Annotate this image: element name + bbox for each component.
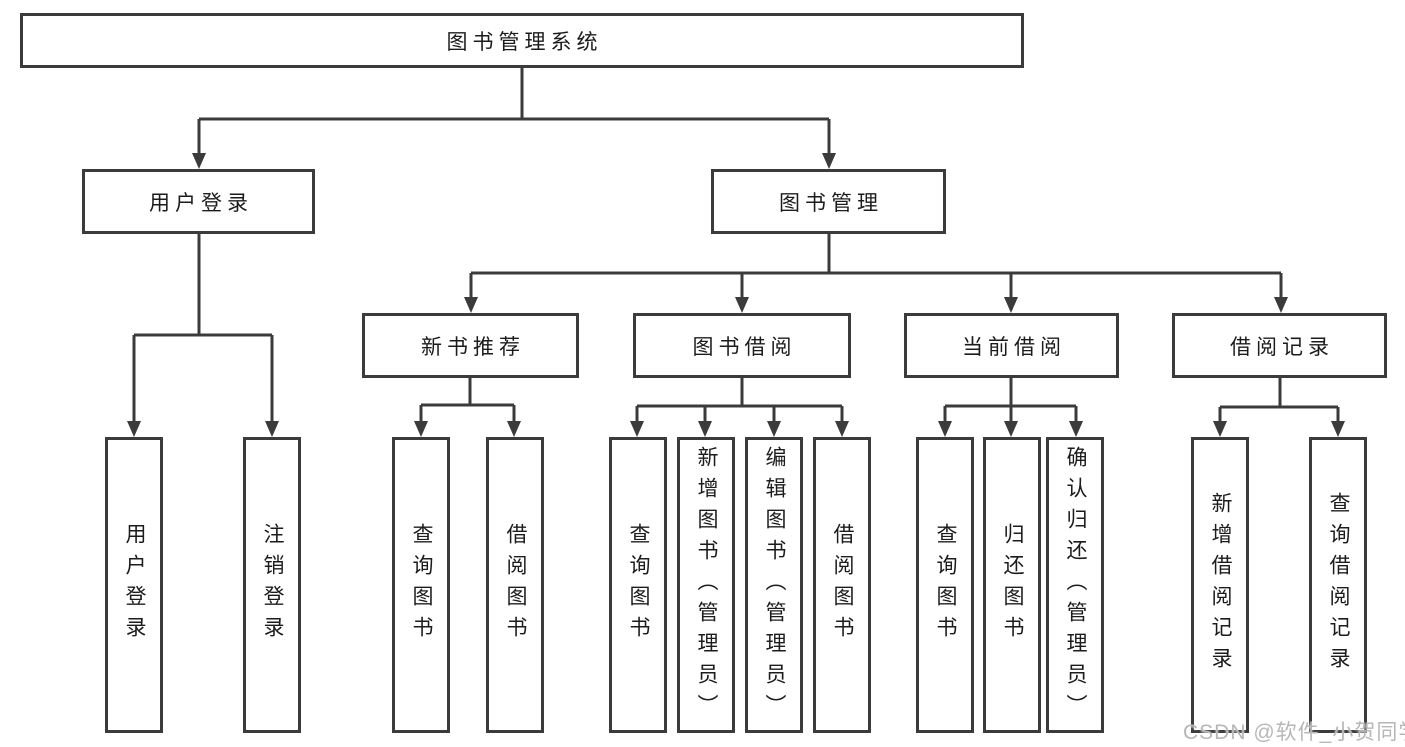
node-add-book-admin: 新增图书（管理员）	[677, 437, 735, 733]
csdn-watermark: CSDN @软件_小贺同学	[1183, 721, 1405, 744]
tree-edges	[132, 68, 1340, 425]
node-borrow-books-recommend: 借阅图书	[486, 437, 544, 733]
node-user-login-group: 用户登录	[82, 169, 315, 234]
node-new-book-recommendation: 新书推荐	[362, 313, 579, 378]
node-query-books-recommend: 查询图书	[392, 437, 450, 733]
node-user-login: 用户登录	[105, 437, 163, 733]
node-query-borrow-record: 查询借阅记录	[1309, 437, 1367, 733]
node-logout: 注销登录	[243, 437, 301, 733]
node-edit-book-admin: 编辑图书（管理员）	[745, 437, 803, 733]
node-book-borrowing: 图书借阅	[633, 313, 851, 378]
node-borrowing-records: 借阅记录	[1172, 313, 1387, 378]
node-return-book: 归还图书	[983, 437, 1041, 733]
node-query-books-current: 查询图书	[916, 437, 974, 733]
node-add-borrow-record: 新增借阅记录	[1191, 437, 1249, 733]
node-book-management: 图书管理	[711, 169, 946, 234]
node-current-borrowing: 当前借阅	[904, 313, 1119, 378]
node-book-management-system: 图书管理系统	[20, 13, 1024, 68]
node-borrow-books: 借阅图书	[813, 437, 871, 733]
node-confirm-return-admin: 确认归还（管理员）	[1046, 437, 1104, 733]
node-query-books-borrowing: 查询图书	[609, 437, 667, 733]
